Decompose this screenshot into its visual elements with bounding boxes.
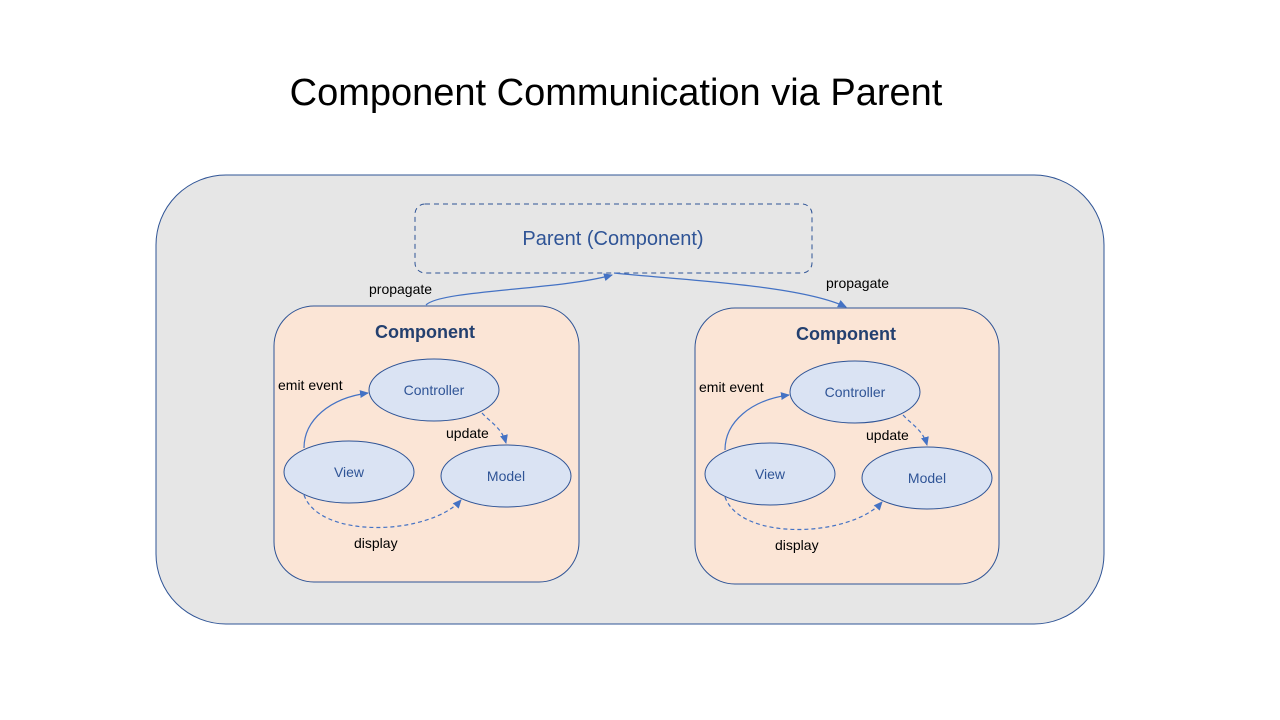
view-label: View xyxy=(334,464,365,480)
model-label: Model xyxy=(487,468,525,484)
controller-label: Controller xyxy=(404,382,465,398)
controller-label: Controller xyxy=(825,384,886,400)
propagate-down-arrow xyxy=(613,272,847,308)
view-node[interactable]: View xyxy=(283,440,415,504)
display-label: display xyxy=(354,535,398,551)
display-arrow xyxy=(303,494,462,528)
component-right[interactable]: Component Controller View Model emit eve… xyxy=(694,307,1000,585)
propagate-down-label: propagate xyxy=(826,275,889,291)
update-label: update xyxy=(446,425,489,441)
model-node[interactable]: Model xyxy=(440,444,572,508)
model-node[interactable]: Model xyxy=(861,446,993,510)
parent-component[interactable]: Parent (Component) xyxy=(414,203,813,274)
view-node[interactable]: View xyxy=(704,442,836,506)
page-title: Component Communication via Parent xyxy=(289,72,943,114)
propagate-up-label: propagate xyxy=(369,281,432,297)
controller-node[interactable]: Controller xyxy=(368,358,500,422)
model-label: Model xyxy=(908,470,946,486)
display-label: display xyxy=(775,537,819,553)
display-arrow xyxy=(724,496,883,530)
emit-event-label: emit event xyxy=(278,377,343,393)
parent-label: Parent (Component) xyxy=(522,228,703,250)
update-arrow xyxy=(902,414,929,446)
propagate-up-arrow xyxy=(425,273,613,306)
emit-event-arrow xyxy=(724,392,790,451)
update-label: update xyxy=(866,427,909,443)
controller-node[interactable]: Controller xyxy=(789,360,921,424)
component-title: Component xyxy=(375,322,475,342)
update-arrow xyxy=(481,412,508,444)
emit-event-arrow xyxy=(303,390,369,449)
emit-event-label: emit event xyxy=(699,379,764,395)
component-left[interactable]: Component Controller View Model emit eve… xyxy=(273,305,580,583)
component-title: Component xyxy=(796,324,896,344)
view-label: View xyxy=(755,466,786,482)
